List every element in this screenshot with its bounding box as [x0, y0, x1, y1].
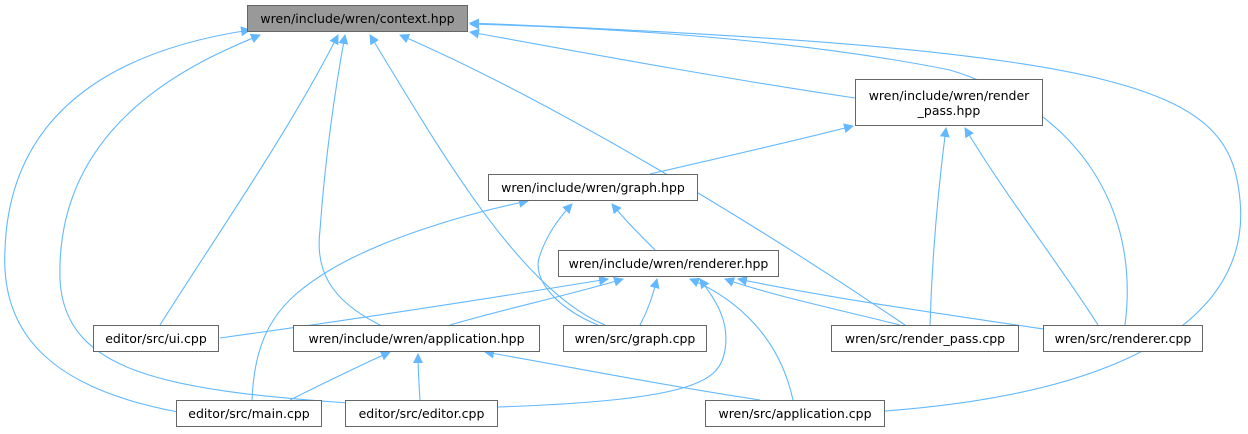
edge-ui-to-context — [159, 34, 339, 326]
edge-graph-cpp-to-renderer — [639, 278, 660, 326]
node-label: wren/include/wren/graph.hpp — [501, 180, 685, 195]
node-label: editor/src/main.cpp — [188, 406, 310, 421]
edge-application-cpp-to-renderer — [689, 277, 794, 401]
edge-editor-to-context — [59, 33, 349, 404]
node-label: wren/src/render_pass.cpp — [844, 331, 1006, 346]
node-application-cpp[interactable]: wren/src/application.cpp — [705, 400, 885, 427]
node-renderer-hpp[interactable]: wren/include/wren/renderer.hpp — [558, 250, 779, 277]
edge-application-hpp-to-renderer — [449, 276, 624, 326]
edge-application-cpp-to-application-hpp — [484, 348, 761, 401]
node-graph-hpp[interactable]: wren/include/wren/graph.hpp — [488, 174, 698, 201]
node-label: wren/src/application.cpp — [718, 406, 872, 421]
edge-renderer-cpp-to-context — [469, 19, 1128, 326]
edge-graph-to-render-pass — [649, 123, 854, 175]
edge-application-hpp-to-context — [318, 34, 381, 326]
edge-render-pass-cpp-to-render-pass — [929, 127, 950, 326]
node-label: editor/src/editor.cpp — [358, 406, 485, 421]
edge-main-to-application-hpp — [289, 351, 391, 401]
node-label-line2: _pass.hpp — [917, 102, 981, 118]
edge-render-pass-cpp-to-context — [399, 33, 906, 326]
node-label: wren/src/renderer.cpp — [1054, 331, 1192, 346]
node-label: wren/include/wren/application.hpp — [308, 331, 525, 346]
edge-renderer-to-graph — [611, 203, 656, 251]
node-context-hpp: wren/include/wren/context.hpp — [247, 5, 468, 32]
edge-renderer-cpp-to-render-pass — [964, 127, 1099, 326]
node-label: wren/include/wren/context.hpp — [260, 11, 455, 26]
edge-editor-to-application-hpp — [413, 353, 424, 401]
edge-renderer-cpp-to-renderer — [737, 275, 1051, 331]
node-label-line1: wren/include/wren/render — [868, 87, 1030, 103]
node-render-pass-hpp[interactable]: wren/include/wren/render _pass.hpp — [855, 79, 1043, 126]
node-label: editor/src/ui.cpp — [105, 331, 207, 346]
node-editor-cpp[interactable]: editor/src/editor.cpp — [345, 400, 498, 427]
edge-main-to-context — [4, 26, 251, 413]
node-renderer-cpp[interactable]: wren/src/renderer.cpp — [1043, 325, 1203, 352]
node-label: wren/include/wren/renderer.hpp — [568, 256, 769, 271]
node-render-pass-cpp[interactable]: wren/src/render_pass.cpp — [831, 325, 1019, 352]
node-label: wren/src/graph.cpp — [574, 331, 696, 346]
node-application-hpp[interactable]: wren/include/wren/application.hpp — [293, 325, 540, 352]
edge-application-cpp-to-context — [469, 18, 1242, 412]
edge-graph-cpp-to-context — [369, 34, 606, 326]
node-graph-cpp[interactable]: wren/src/graph.cpp — [563, 325, 707, 352]
node-main-cpp[interactable]: editor/src/main.cpp — [176, 400, 322, 427]
edge-render-pass-to-context — [469, 28, 856, 99]
node-ui-cpp[interactable]: editor/src/ui.cpp — [93, 325, 219, 352]
edge-render-pass-cpp-to-renderer — [724, 277, 901, 326]
edge-main-to-graph — [251, 197, 529, 401]
edge-ui-to-renderer — [219, 275, 609, 339]
edge-graph-cpp-to-graph — [537, 203, 599, 326]
edge-editor-to-renderer — [497, 278, 727, 408]
